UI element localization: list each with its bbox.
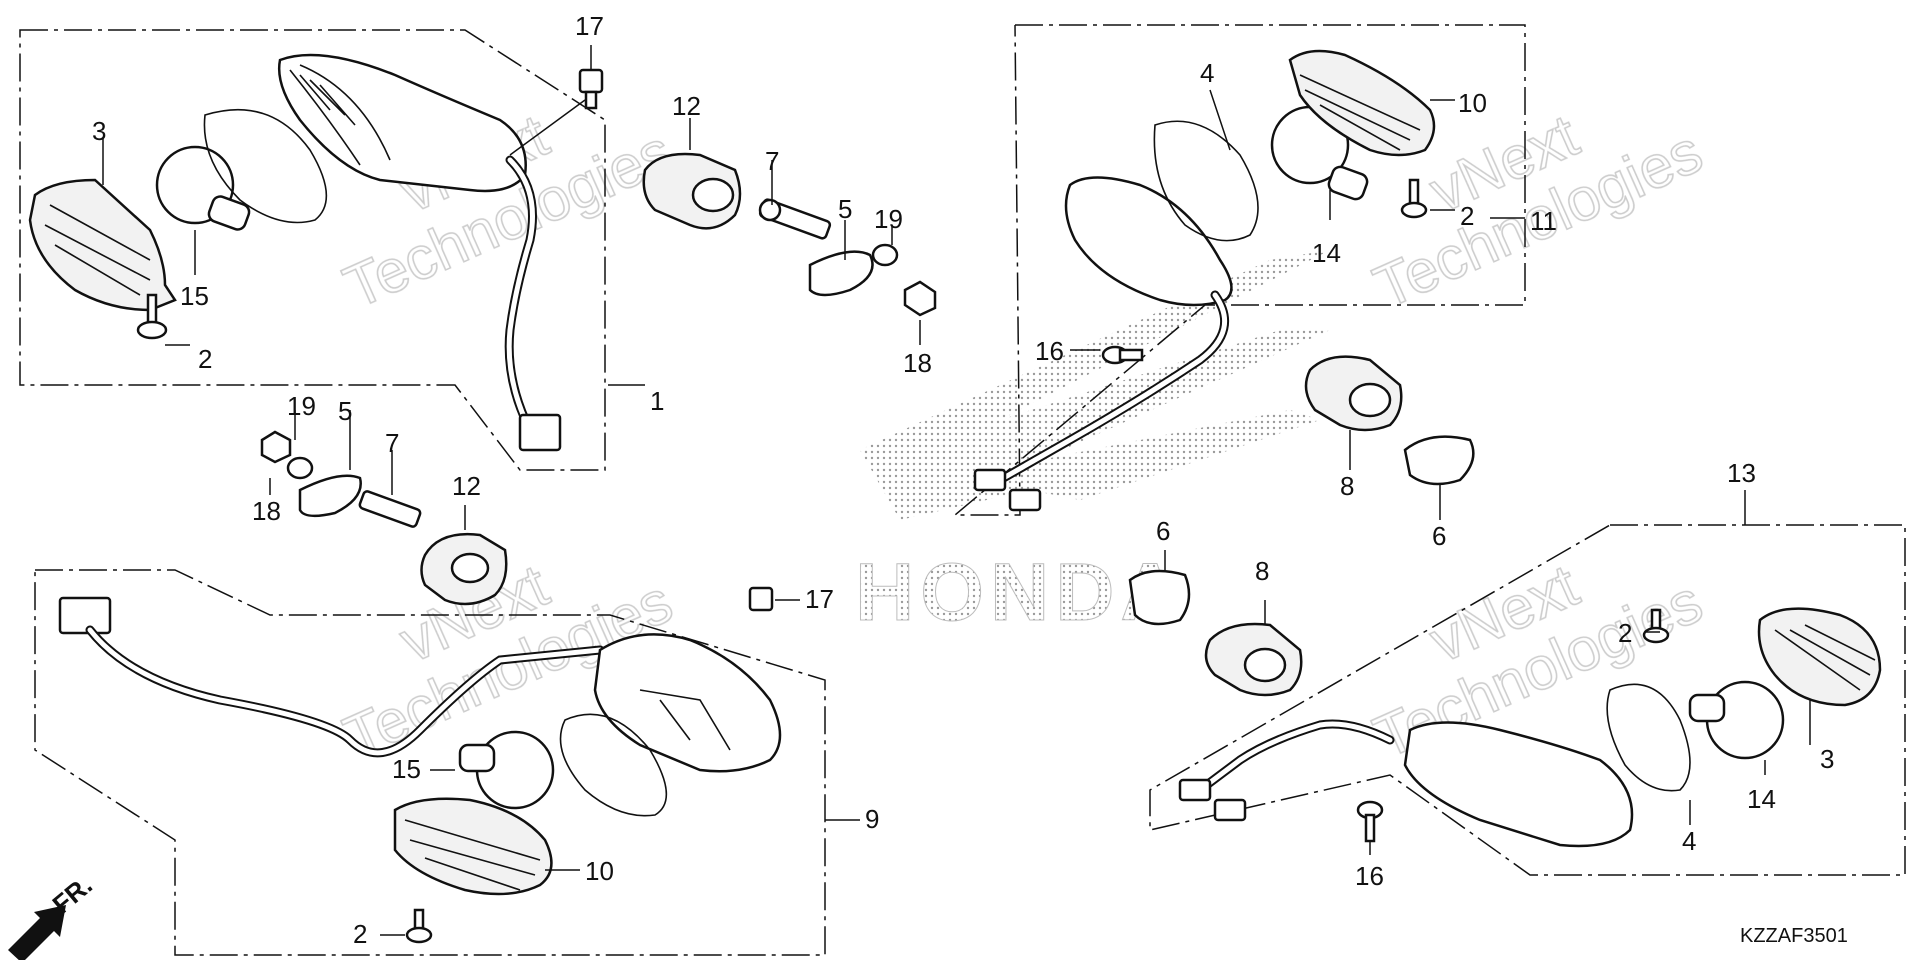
group-outlines — [19, 24, 1906, 956]
label-12: 12 — [672, 91, 701, 121]
label-16: 16 — [1035, 336, 1064, 366]
label-1: 1 — [650, 386, 664, 416]
rubber-mount — [642, 152, 742, 230]
label-19: 19 — [874, 204, 903, 234]
diagram-code: KZZAF3501 — [1740, 925, 1848, 947]
label-4: 4 — [1682, 826, 1696, 856]
label-3: 3 — [92, 116, 106, 146]
connector — [58, 596, 112, 635]
gasket — [559, 713, 668, 817]
nut — [260, 430, 292, 464]
front-right-winker-assembly — [1178, 607, 1882, 848]
washer — [871, 243, 899, 267]
label-16: 16 — [1355, 861, 1384, 891]
label-12: 12 — [452, 471, 481, 501]
connector — [1178, 778, 1212, 802]
label-6: 6 — [1432, 521, 1446, 551]
winker-housing — [278, 53, 527, 193]
collar — [358, 490, 422, 528]
winker-lens — [28, 178, 177, 312]
plate — [808, 250, 874, 297]
collar — [758, 198, 832, 240]
label-2: 2 — [1460, 201, 1474, 231]
gasket — [1606, 683, 1691, 792]
front-direction-indicator: FR. — [8, 870, 98, 960]
collar — [1403, 435, 1475, 486]
label-3: 3 — [1820, 744, 1834, 774]
honda-wing-logo: HONDA — [855, 250, 1330, 639]
nut — [903, 280, 937, 317]
label-4: 4 — [1200, 58, 1214, 88]
label-15: 15 — [392, 754, 421, 784]
label-11: 11 — [1530, 206, 1557, 236]
rubber-grommet — [1304, 355, 1403, 432]
collar — [1128, 569, 1191, 626]
label-5: 5 — [338, 396, 352, 426]
screw — [1101, 345, 1144, 365]
bulb — [458, 730, 555, 810]
label-7: 7 — [765, 146, 779, 176]
label-2: 2 — [353, 919, 367, 949]
rear-right-winker-assembly — [973, 49, 1436, 512]
bolt — [748, 586, 774, 612]
winker-lens — [1757, 607, 1882, 707]
winker-housing — [593, 633, 782, 773]
label-18: 18 — [903, 348, 932, 378]
winker-housing — [1403, 721, 1634, 848]
label-8: 8 — [1340, 471, 1354, 501]
leader-lines — [102, 89, 1811, 936]
part-labels: 3 15 2 17 12 7 5 19 18 1 19 5 7 12 18 4 … — [92, 11, 1834, 949]
gasket — [1153, 120, 1259, 242]
screw — [1356, 800, 1384, 843]
screw — [1400, 178, 1428, 219]
label-9: 9 — [865, 804, 879, 834]
winker-housing — [1064, 176, 1233, 307]
front-left-winker-assembly — [58, 586, 782, 944]
label-2: 2 — [1618, 618, 1632, 648]
rubber-mount — [420, 533, 508, 606]
label-17: 17 — [575, 11, 604, 41]
label-19: 19 — [287, 391, 316, 421]
connector — [1008, 488, 1042, 512]
screw — [136, 293, 168, 340]
label-8: 8 — [1255, 556, 1269, 586]
label-14: 14 — [1747, 784, 1776, 814]
rubber-grommet — [1204, 622, 1303, 697]
label-10: 10 — [585, 856, 614, 886]
winker-lens — [393, 797, 553, 896]
washer — [286, 456, 314, 480]
bulb — [155, 145, 251, 231]
label-7: 7 — [385, 428, 399, 458]
label-17: 17 — [805, 584, 834, 614]
plate — [298, 474, 362, 518]
label-14: 14 — [1312, 238, 1341, 268]
connector — [1213, 798, 1247, 822]
label-10: 10 — [1458, 88, 1487, 118]
connector — [973, 468, 1007, 492]
honda-logo-text: HONDA — [855, 547, 1186, 638]
gasket — [203, 108, 328, 224]
label-13: 13 — [1727, 458, 1756, 488]
label-2: 2 — [198, 344, 212, 374]
bolt — [578, 68, 604, 110]
screw — [405, 908, 433, 944]
label-6: 6 — [1156, 516, 1170, 546]
connector — [518, 413, 562, 452]
label-18: 18 — [252, 496, 281, 526]
label-5: 5 — [838, 194, 852, 224]
bulb — [1688, 680, 1785, 760]
label-15: 15 — [180, 281, 209, 311]
rear-left-winker-assembly — [28, 45, 604, 452]
